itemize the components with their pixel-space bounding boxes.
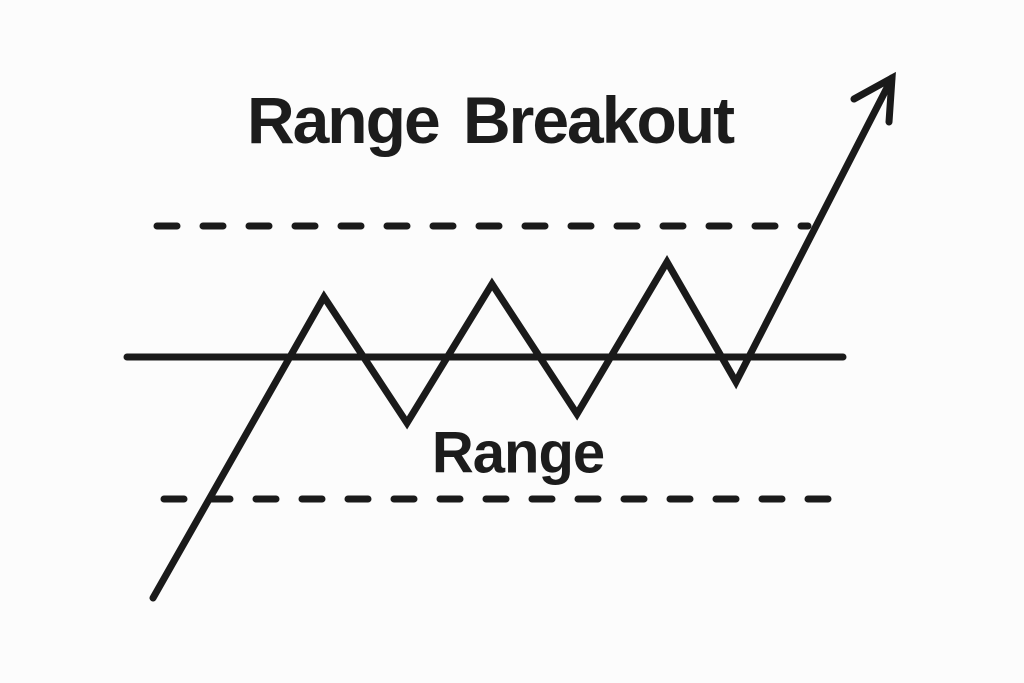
range-label: Range bbox=[431, 420, 605, 486]
price-zigzag-line bbox=[149, 74, 896, 602]
page-title: Range Breakout bbox=[246, 83, 735, 157]
breakout-arrowhead-icon bbox=[850, 71, 896, 126]
